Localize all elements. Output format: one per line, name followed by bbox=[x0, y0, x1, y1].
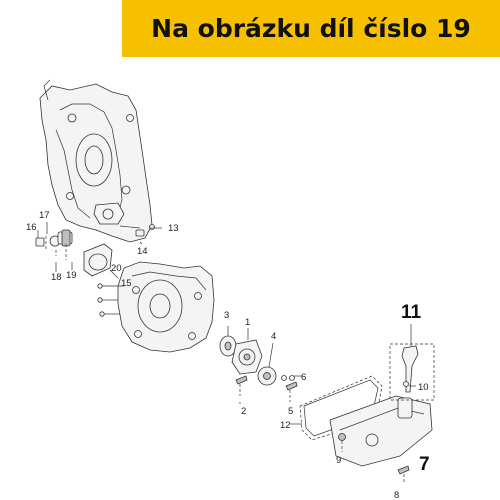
label-part-4: 4 bbox=[271, 331, 276, 342]
banner-title: Na obrázku díl číslo 19 bbox=[151, 14, 471, 43]
label-part-14: 14 bbox=[137, 246, 148, 257]
label-part-19: 19 bbox=[66, 270, 77, 281]
upper-crankcase-half bbox=[39, 79, 153, 243]
label-part-18: 18 bbox=[51, 272, 62, 283]
label-part-10: 10 bbox=[418, 382, 429, 393]
part-13-14-sensor bbox=[135, 224, 155, 237]
part-4-gear bbox=[257, 366, 277, 386]
label-part-16: 16 bbox=[26, 222, 37, 233]
part-1-oil-pump bbox=[231, 339, 263, 375]
part-6-washer bbox=[281, 375, 295, 381]
label-part-3: 3 bbox=[224, 310, 229, 321]
part-5-bolt bbox=[285, 381, 298, 402]
part-2-bolt bbox=[235, 375, 248, 396]
label-part-8: 8 bbox=[394, 490, 399, 500]
label-part-15: 15 bbox=[121, 278, 132, 289]
label-part-11: 11 bbox=[401, 302, 422, 323]
label-part-5: 5 bbox=[288, 406, 293, 417]
part-20-cap bbox=[83, 243, 113, 277]
seal-and-pin-cluster bbox=[35, 229, 73, 260]
label-part-9: 9 bbox=[336, 455, 341, 466]
part-7-oil-sump bbox=[329, 395, 433, 467]
part-8-bolt bbox=[397, 465, 410, 484]
lower-crankcase-half bbox=[97, 261, 215, 353]
label-part-2: 2 bbox=[241, 406, 246, 417]
label-part-13: 13 bbox=[168, 223, 179, 234]
label-part-20: 20 bbox=[111, 263, 122, 274]
part-3-sprocket bbox=[219, 335, 237, 357]
label-part-12: 12 bbox=[280, 420, 291, 431]
label-part-6: 6 bbox=[301, 372, 306, 383]
part-number-banner: Na obrázku díl číslo 19 bbox=[122, 0, 500, 57]
label-part-17: 17 bbox=[39, 210, 50, 221]
label-part-1: 1 bbox=[245, 317, 250, 328]
part-11-dipstick-assembly bbox=[389, 343, 435, 401]
label-part-7: 7 bbox=[419, 454, 430, 475]
part-9-drain-plug bbox=[338, 433, 346, 452]
